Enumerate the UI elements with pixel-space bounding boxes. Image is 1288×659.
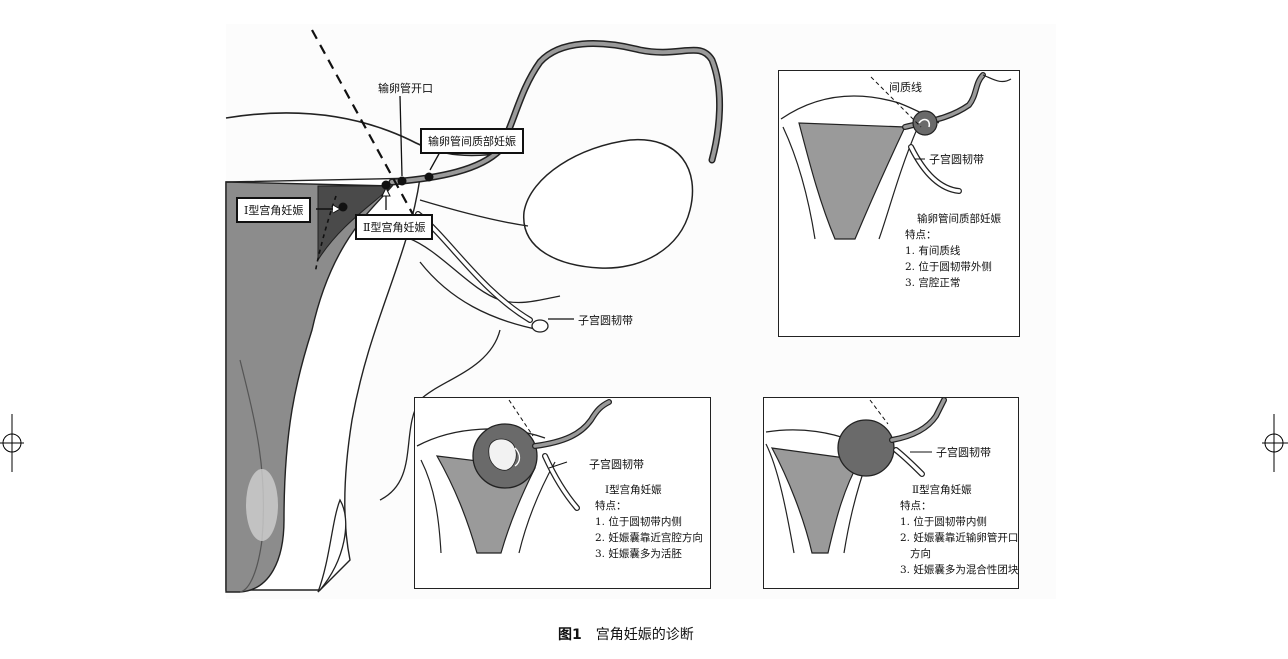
figure-number: 图1 (558, 627, 582, 643)
figure-title: 宫角妊娠的诊断 (595, 627, 694, 643)
label-type1-box: Ⅰ型宫角妊娠 (236, 197, 312, 223)
panel-type2-feature-3: 3. 妊娠囊多为混合性团块 (900, 564, 1019, 576)
panel-type1-feature-2: 2. 妊娠囊靠近宫腔方向 (595, 532, 703, 544)
marker-interstitial (424, 172, 434, 182)
panel-type2-round-ligament: 子宫圆韧带 (936, 446, 991, 459)
panel-type1-title: Ⅰ型宫角妊娠 (605, 484, 662, 496)
panel-type2-feature-1: 1. 位于圆韧带内侧 (900, 516, 987, 528)
panel-interstitial-title: 输卵管间质部妊娠 (917, 213, 1001, 225)
panel-type2-title: Ⅱ型宫角妊娠 (912, 484, 972, 496)
panel-interstitial-diagram (780, 72, 1012, 241)
cervix-light-area (246, 469, 278, 541)
interstitial-line-dashed (311, 29, 417, 221)
panel-interstitial-heading: 特点： (905, 229, 937, 241)
label-round-ligament: 子宫圆韧带 (578, 314, 633, 327)
registration-mark-left (0, 414, 24, 472)
panel-type1-feature-3: 3. 妊娠囊多为活胚 (595, 548, 682, 560)
figure-caption: 图1 宫角妊娠的诊断 (558, 624, 694, 644)
type1-boundary-dashed (314, 195, 337, 272)
label-interstitial-pregnancy-box: 输卵管间质部妊娠 (420, 128, 524, 154)
panel-type1-diagram (416, 399, 612, 554)
panel-interstitial-feature-1: 1. 有间质线 (905, 245, 961, 257)
marker-type2 (381, 180, 391, 190)
panel-type1: 子宫圆韧带 Ⅰ型宫角妊娠 特点： 1. 位于圆韧带内侧 2. 妊娠囊靠近宫腔方向… (414, 397, 711, 589)
ovarian-ligament (419, 199, 529, 227)
marker-tube-opening (397, 176, 407, 186)
panel-interstitial: 间质线 子宫圆韧带 输卵管间质部妊娠 特点： 1. 有间质线 2. 位于圆韧带外… (778, 70, 1020, 337)
panel-type2: 子宫圆韧带 Ⅱ型宫角妊娠 特点： 1. 位于圆韧带内侧 2. 妊娠囊靠近输卵管开… (763, 397, 1019, 589)
panel-interstitial-feature-2: 2. 位于圆韧带外侧 (905, 261, 992, 273)
registration-mark-right (1262, 414, 1288, 472)
uterine-serosa-outline (225, 112, 521, 157)
panel-type2-heading: 特点： (900, 500, 932, 512)
panel-type1-round-ligament: 子宫圆韧带 (589, 458, 644, 471)
label-type2-box: Ⅱ型宫角妊娠 (355, 214, 434, 240)
panel-type1-feature-1: 1. 位于圆韧带内侧 (595, 516, 682, 528)
ovary (523, 139, 694, 269)
label-tube-opening: 输卵管开口 (378, 82, 433, 95)
panel-interstitial-round-ligament: 子宫圆韧带 (929, 153, 984, 166)
panel-type2-feature-2-cont: 方向 (910, 548, 931, 560)
panel-type2-feature-2: 2. 妊娠囊靠近输卵管开口 (900, 532, 1019, 544)
cervix-outer-lip (317, 498, 347, 593)
panel-type1-heading: 特点： (595, 500, 627, 512)
panel-interstitial-feature-3: 3. 宫腔正常 (905, 277, 961, 289)
panel-type2-diagram (765, 398, 947, 554)
marker-type1 (338, 202, 348, 212)
label-interstitial-line: 间质线 (889, 81, 922, 94)
